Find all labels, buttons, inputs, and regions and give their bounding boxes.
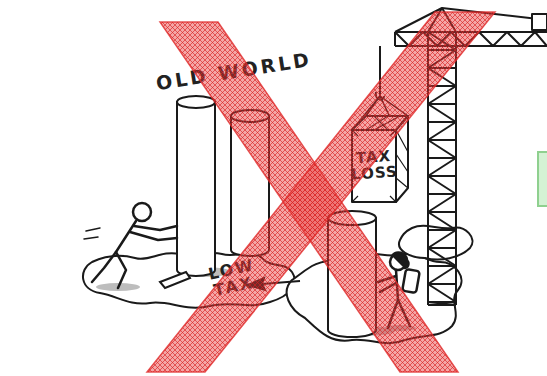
- pushing-man: [92, 252, 116, 282]
- cargo-crate: TAX LOSS: [344, 108, 410, 204]
- pointer-arrow: [248, 278, 300, 290]
- pushing-man: [86, 228, 100, 231]
- hand-lettered-label: LOW TAX: [207, 258, 257, 300]
- pillar: [231, 110, 269, 122]
- pillar: [231, 116, 269, 256]
- crate-side: [396, 116, 408, 202]
- pushing-woman: [380, 283, 396, 292]
- pushing-woman: [392, 253, 408, 268]
- pushing-woman: [378, 253, 420, 328]
- pillar: [328, 211, 376, 225]
- pushing-woman: [396, 270, 398, 300]
- pushing-man: [130, 232, 177, 240]
- crane: [428, 8, 456, 32]
- crane: [428, 32, 456, 305]
- crane: [395, 32, 547, 46]
- hand-lettered-label: OLD WORLD: [147, 49, 320, 96]
- pushing-woman: [388, 300, 398, 328]
- cross-band: [147, 12, 495, 372]
- pillar: [177, 102, 215, 276]
- cut-off-panel: [538, 152, 547, 206]
- pushing-man: [134, 226, 177, 230]
- ground-island: [83, 226, 472, 343]
- crane: [379, 46, 381, 96]
- pillar: [177, 96, 215, 108]
- pushing-man: [133, 203, 151, 221]
- crane: [428, 32, 456, 305]
- crane: [395, 8, 547, 32]
- crate-label: TAX LOSS: [350, 129, 399, 204]
- cut-off-panel: [538, 152, 547, 206]
- pillar: [177, 96, 376, 337]
- cross-band: [160, 22, 458, 372]
- pushing-woman: [378, 276, 396, 282]
- pillar-chunk: [160, 272, 190, 288]
- pillar-chunk: [160, 272, 190, 288]
- pushing-woman: [398, 300, 410, 326]
- crane: [395, 32, 547, 46]
- crane: [532, 14, 547, 30]
- cross-band: [147, 12, 495, 372]
- pointer-arrow: [262, 281, 300, 284]
- pushing-man: [84, 203, 177, 288]
- pillar: [328, 218, 376, 337]
- pushing-man: [84, 237, 98, 239]
- pushing-woman: [402, 269, 420, 293]
- pushing-man: [116, 252, 126, 288]
